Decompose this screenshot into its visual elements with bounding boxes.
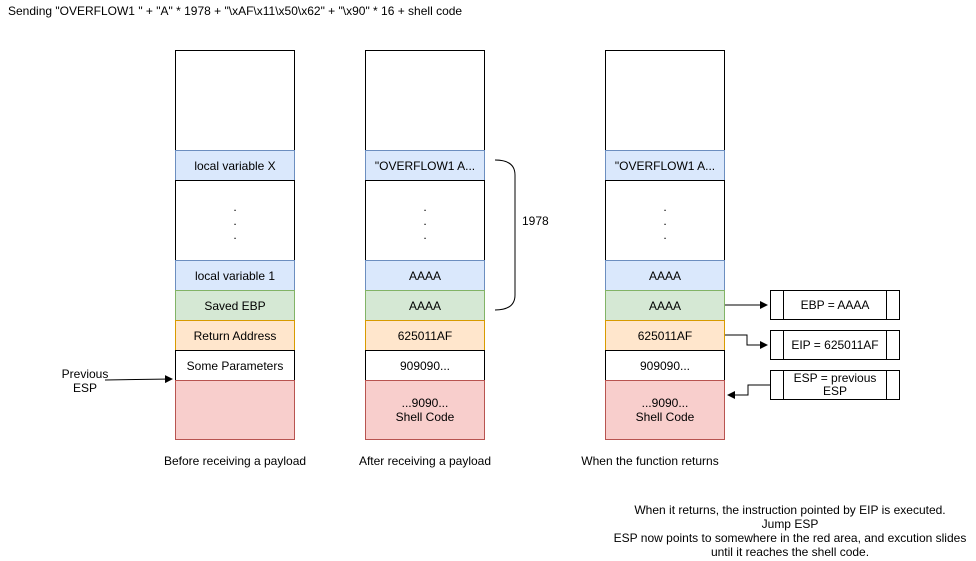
ebp-register-box: EBP = AAAA	[770, 290, 900, 320]
esp-register-label: ESP = previous ESP	[793, 371, 877, 398]
eip-register-label: EIP = 625011AF	[791, 337, 879, 352]
previous-esp-label: Previous ESP	[61, 367, 109, 395]
eip-arrow	[725, 334, 768, 349]
ebp-register-label: EBP = AAAA	[800, 297, 870, 312]
local-variable-1-cell: local variable 1	[175, 260, 295, 291]
overwritten-return-address-cell: 625011AF	[365, 320, 485, 351]
overflow-string-cell: "OVERFLOW1 A...	[365, 150, 485, 181]
esp-arrow	[727, 384, 770, 399]
aaaa-cell: AAAA	[605, 260, 725, 291]
stack-top-empty	[365, 50, 485, 151]
previous-esp-arrow	[104, 375, 173, 384]
note-line-1: When it returns, the instruction pointed…	[634, 503, 946, 517]
explanation-note: When it returns, the instruction pointed…	[600, 503, 976, 559]
caption-after: After receiving a payload	[358, 454, 492, 468]
diagram-title: Sending "OVERFLOW1 " + "A" * 1978 + "\xA…	[8, 4, 463, 18]
stack-top-empty	[175, 50, 295, 151]
caption-returns: When the function returns	[581, 454, 719, 468]
brace-bracket	[494, 159, 516, 311]
eip-register-box: EIP = 625011AF	[770, 330, 900, 360]
stack-bottom-cell	[175, 380, 295, 440]
shell-code-cell: ...9090... Shell Code	[605, 380, 725, 440]
aaaa-cell: AAAA	[365, 260, 485, 291]
saved-ebp-cell: Saved EBP	[175, 290, 295, 321]
caption-before: Before receiving a payload	[163, 454, 307, 468]
esp-register-box: ESP = previous ESP	[770, 370, 900, 400]
overwritten-ebp-cell: AAAA	[365, 290, 485, 321]
overflow-string-cell: "OVERFLOW1 A...	[605, 150, 725, 181]
shell-code-cell: ...9090... Shell Code	[365, 380, 485, 440]
nop-sled-cell: 909090...	[365, 350, 485, 381]
note-line-4: until it reaches the shell code.	[710, 545, 870, 559]
nop-sled-cell: 909090...	[605, 350, 725, 381]
brace-count-label: 1978	[522, 214, 549, 228]
ellipsis-cell: . . .	[175, 180, 295, 261]
note-line-3: ESP now points to somewhere in the red a…	[613, 531, 967, 545]
return-address-cell: Return Address	[175, 320, 295, 351]
parameters-cell: Some Parameters	[175, 350, 295, 381]
stack-top-empty	[605, 50, 725, 151]
note-line-2: Jump ESP	[761, 517, 819, 531]
ellipsis-cell: . . .	[365, 180, 485, 261]
